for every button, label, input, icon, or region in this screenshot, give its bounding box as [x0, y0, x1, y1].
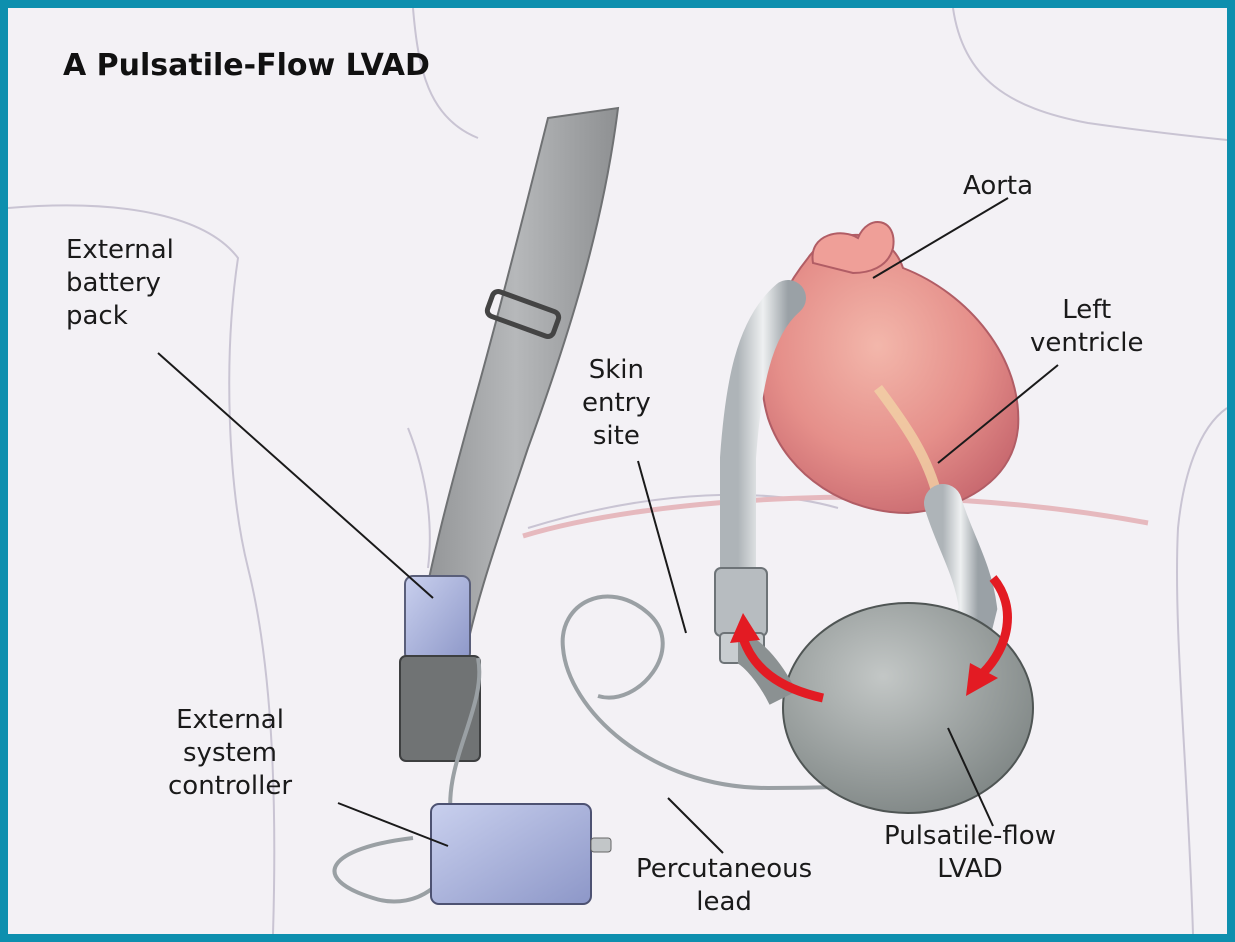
label-external-battery-pack: External battery pack [66, 234, 174, 333]
aorta-vessel [813, 222, 894, 273]
label-aorta: Aorta [963, 170, 1033, 203]
label-skin-entry-site: Skin entry site [582, 354, 651, 453]
label-pulsatile-flow-lvad: Pulsatile-flow LVAD [884, 820, 1056, 886]
heart [762, 222, 1018, 513]
lvad-pump [738, 603, 1033, 813]
diagram-canvas: A Pulsatile-Flow LVAD Aorta Left ventric… [8, 8, 1227, 934]
leader-skin-entry [638, 461, 686, 633]
figure-title: A Pulsatile-Flow LVAD [63, 48, 430, 83]
label-external-system-controller: External system controller [168, 704, 292, 803]
leader-percutaneous [668, 798, 723, 853]
label-percutaneous-lead: Percutaneous lead [636, 853, 812, 919]
leader-battery [158, 353, 433, 598]
battery-pack [400, 576, 480, 761]
label-left-ventricle: Left ventricle [1030, 294, 1143, 360]
system-controller [431, 804, 611, 904]
rib-line [523, 497, 1148, 536]
